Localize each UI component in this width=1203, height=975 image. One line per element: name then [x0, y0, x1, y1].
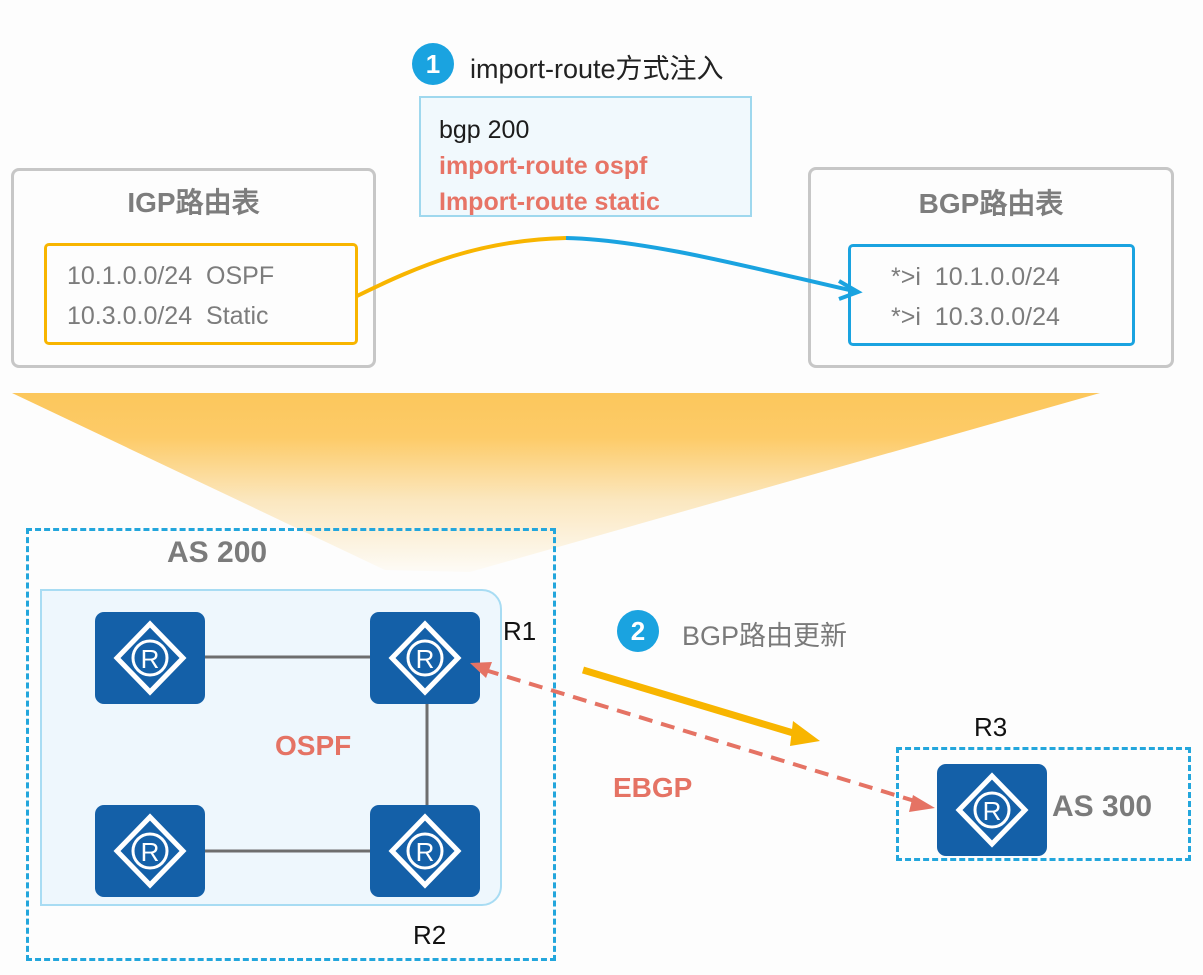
router-diamond-icon — [388, 620, 462, 696]
router-icon: R — [113, 813, 187, 889]
router-icon: R — [955, 772, 1029, 848]
igp-routing-table: IGP路由表 10.1.0.0/24 OSPF 10.3.0.0/24 Stat… — [11, 168, 376, 368]
route-prefix: 10.3.0.0/24 — [67, 302, 193, 330]
route-prefix: 10.1.0.0/24 — [67, 262, 193, 290]
router-r2[interactable]: R — [370, 805, 480, 897]
router-top-left[interactable]: R — [95, 612, 205, 704]
step-1-number: 1 — [425, 48, 441, 79]
step-2-title: BGP路由更新 — [682, 621, 848, 651]
ebgp-label: EBGP — [613, 772, 693, 803]
router-circle-icon — [973, 791, 1011, 829]
bgp-route-row: *>i 10.1.0.0/24 — [891, 257, 1132, 297]
igp-route-list: 10.1.0.0/24 OSPF 10.3.0.0/24 Static — [44, 243, 358, 345]
router-r-glyph: R — [141, 644, 160, 674]
as-300-label: AS 300 — [1052, 790, 1153, 823]
bgp-config-box: bgp 200 import-route ospf Import-route s… — [419, 96, 752, 217]
router-icon: R — [113, 620, 187, 696]
as-300-boundary — [896, 747, 1191, 861]
router-circle-icon — [131, 832, 169, 870]
bgp-routing-table: BGP路由表 *>i 10.1.0.0/24 *>i 10.3.0.0/24 — [808, 167, 1174, 368]
igp-route-row: 10.1.0.0/24 OSPF — [67, 256, 355, 296]
config-line-bgp: bgp 200 — [439, 116, 530, 144]
as-200-label: AS 200 — [167, 536, 268, 569]
router-bottom-left[interactable]: R — [95, 805, 205, 897]
router-r3[interactable]: R — [937, 764, 1047, 856]
router-r-glyph: R — [416, 644, 435, 674]
r1-label: R1 — [503, 616, 537, 646]
r2-label: R2 — [413, 920, 447, 950]
router-circle-icon — [406, 832, 444, 870]
ospf-label: OSPF — [275, 730, 352, 761]
router-circle-icon — [131, 639, 169, 677]
router-icon: R — [388, 620, 462, 696]
router-circle-icon — [406, 639, 444, 677]
router-diamond-icon — [388, 813, 462, 889]
step-1-badge: 1 — [412, 43, 454, 85]
funnel-shape — [12, 393, 1100, 572]
router-diamond-icon — [113, 813, 187, 889]
step-2-badge: 2 — [617, 610, 659, 652]
router-r-glyph: R — [141, 837, 160, 867]
router-r-glyph: R — [416, 837, 435, 867]
step-2-number: 2 — [630, 615, 646, 646]
route-prefix: 10.1.0.0/24 — [934, 263, 1060, 291]
router-diamond-icon — [113, 620, 187, 696]
step-1-title: import-route方式注入 — [470, 54, 724, 84]
router-r-glyph: R — [983, 796, 1002, 826]
bgp-route-row: *>i 10.3.0.0/24 — [891, 297, 1132, 337]
bgp-route-list: *>i 10.1.0.0/24 *>i 10.3.0.0/24 — [848, 244, 1135, 346]
router-diamond-icon — [955, 772, 1029, 848]
route-source: OSPF — [206, 262, 275, 290]
route-flags: *>i — [891, 303, 921, 331]
bgp-table-title: BGP路由表 — [918, 188, 1064, 219]
r3-label: R3 — [974, 712, 1008, 742]
config-line-import-ospf: import-route ospf — [439, 152, 648, 180]
route-prefix: 10.3.0.0/24 — [934, 303, 1060, 331]
igp-table-title: IGP路由表 — [127, 187, 260, 218]
router-icon: R — [388, 813, 462, 889]
config-line-import-static: Import-route static — [439, 188, 660, 216]
route-source: Static — [206, 302, 269, 330]
router-r1[interactable]: R — [370, 612, 480, 704]
route-flags: *>i — [891, 263, 921, 291]
igp-route-row: 10.3.0.0/24 Static — [67, 296, 355, 336]
